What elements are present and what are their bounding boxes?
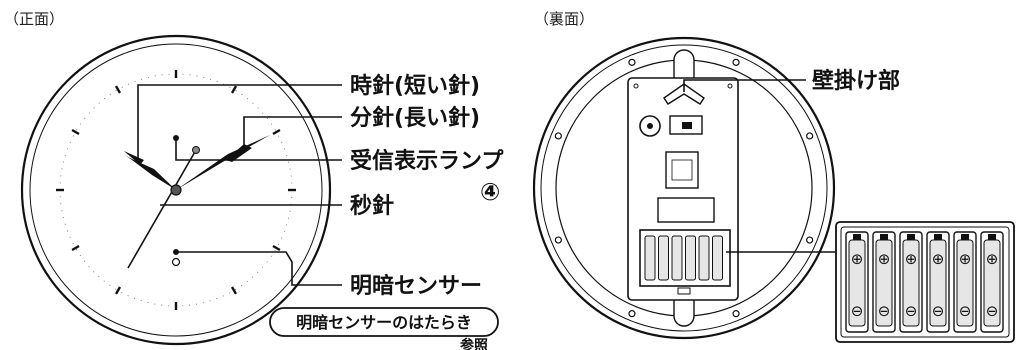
small-battery-cell (698, 235, 710, 281)
hour-mark (114, 85, 122, 94)
lamp-leader (175, 139, 342, 161)
battery-terminal (880, 234, 888, 240)
battery-minus-icon: ⊖ (905, 302, 918, 320)
knob-center (647, 123, 653, 129)
battery-plus-icon: ⊕ (932, 250, 945, 268)
hour-mark (114, 286, 122, 295)
battery-terminal (853, 234, 861, 240)
battery-terminal (988, 234, 996, 240)
back-caption: （裏面） (534, 10, 594, 28)
light-sensor-ring (171, 257, 181, 267)
hour-mark (272, 244, 281, 252)
hour-mark (230, 286, 238, 295)
screw-hole (628, 310, 636, 318)
battery-minus-icon: ⊖ (878, 302, 891, 320)
front-inner-rim (29, 43, 323, 337)
second-hand-label: 秒針 (350, 193, 394, 219)
screw-hole (628, 58, 636, 66)
back-inner-rim (540, 44, 828, 332)
screw-hole (554, 236, 562, 244)
battery-terminal (934, 234, 942, 240)
battery-minus-icon: ⊖ (986, 302, 999, 320)
battery-plus-icon: ⊕ (878, 250, 891, 268)
small-battery-cell (644, 235, 656, 281)
rating-label (665, 151, 699, 189)
battery-minus-icon: ⊖ (959, 302, 972, 320)
reception-lamp-label: 受信表示ランプ (350, 148, 504, 174)
reception-lamp (173, 135, 179, 141)
battery-detail-inner (840, 226, 1010, 338)
small-battery-cell (685, 235, 696, 281)
battery-detail: ⊕ ⊖ ⊕ ⊖ ⊕ ⊖ ⊕ ⊖ ⊕ ⊖ ⊕ ⊖ (835, 221, 1015, 343)
hour-mark (71, 244, 80, 252)
battery-plus-icon: ⊕ (905, 250, 918, 268)
back-clock (532, 36, 836, 340)
battery-plus-icon: ⊕ (959, 250, 972, 268)
case-screw-tr (727, 83, 733, 89)
battery-plus-icon: ⊕ (851, 250, 864, 268)
battery-plus-icon: ⊕ (986, 250, 999, 268)
hour-marks (56, 70, 296, 310)
hour-mark (272, 128, 281, 136)
hour-hand-tip (124, 151, 144, 165)
small-battery-cell (658, 235, 669, 281)
front-caption: （正面） (4, 10, 64, 28)
minute-hand-paddle (226, 144, 252, 162)
wall-hook-leader (683, 79, 806, 92)
sensor-badge-frame (269, 307, 499, 337)
small-battery-cell (712, 235, 723, 281)
sensor-badge: 明暗センサーのはたらき (269, 307, 499, 337)
battery-terminal (961, 234, 969, 240)
screw-hole (806, 132, 814, 140)
mode-switch-slider (682, 122, 692, 129)
hour-hand-label: 時針(短い針) (350, 73, 480, 99)
battery-cells: ⊕ ⊖ ⊕ ⊖ ⊕ ⊖ ⊕ ⊖ ⊕ ⊖ ⊕ ⊖ (845, 231, 1004, 333)
battery-minus-icon: ⊖ (932, 302, 945, 320)
hour-hand (126, 156, 176, 190)
hour-mark (230, 85, 238, 94)
compartment-latch (677, 287, 691, 295)
screw-hole (554, 132, 562, 140)
sensor-ref-text: 参照 (460, 337, 488, 350)
screw-hole (732, 310, 740, 318)
minute-hand-label: 分針(長い針) (350, 105, 480, 131)
nameplate (657, 197, 715, 223)
minute-hand-leader (243, 116, 342, 145)
lamp-ref-label: ④ (480, 178, 500, 206)
screw-hole (806, 236, 814, 244)
battery-terminal (907, 234, 915, 240)
wall-hook-label: 壁掛け部 (812, 68, 900, 94)
small-battery-cell (671, 235, 683, 281)
hour-hand-leader (137, 84, 342, 160)
small-battery-cells (644, 235, 723, 281)
screw-hole (732, 58, 740, 66)
sensor-leader (176, 251, 342, 286)
sensor-badge-text: 明暗センサーのはたらき (296, 313, 472, 332)
screw-holes (554, 58, 814, 318)
case-screw-tl (633, 83, 639, 89)
second-hand (127, 149, 197, 269)
hour-mark (71, 128, 80, 136)
front-clock (20, 34, 332, 346)
battery-minus-icon: ⊖ (851, 302, 864, 320)
center-pin (170, 184, 182, 196)
light-sensor-label: 明暗センサー (350, 273, 482, 299)
second-hand-tail (192, 146, 200, 154)
rating-label-inner (671, 159, 693, 181)
